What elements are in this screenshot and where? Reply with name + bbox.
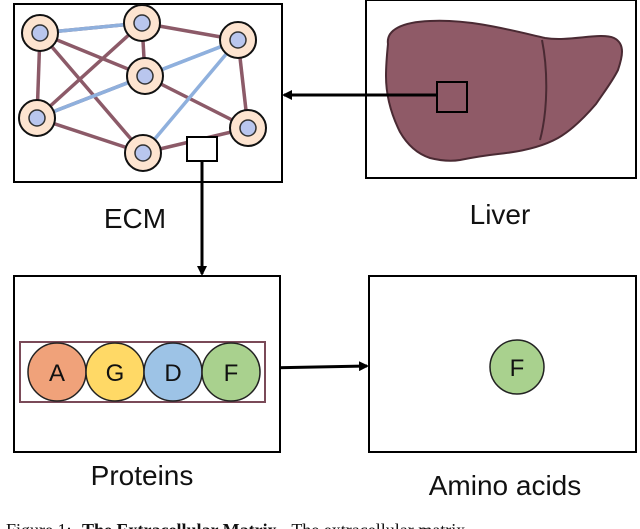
caption-prefix: Figure 1:: [6, 520, 72, 529]
amino-acid-bead-letter: G: [106, 360, 125, 387]
ecm-label: ECM: [104, 203, 166, 234]
liver-zoom-box: [436, 81, 468, 113]
ecm-cells: [18, 4, 267, 172]
ecm-cell: [123, 4, 161, 42]
ecm-cell: [18, 99, 56, 137]
amino-acid-circle: [489, 339, 545, 395]
amino-acid-bead-letter: A: [49, 360, 65, 387]
ecm-fiber: [144, 74, 249, 130]
caption-text: The extracellular matrix: [291, 520, 465, 529]
ecm-cell: [229, 109, 267, 147]
ecm-cell: [126, 57, 164, 95]
amino-acid-bead: A: [27, 342, 87, 402]
amino-acid-bead-circle: [201, 342, 261, 402]
ecm-cell: [219, 21, 257, 59]
figure-caption: Figure 1: The Extracellular Matrix. The …: [6, 520, 465, 529]
ecm-fiber: [35, 21, 144, 120]
amino-acids-label: Amino acids: [429, 470, 582, 501]
arrow-proteins-to-amino-acids: [264, 361, 369, 372]
ecm-zoom-box: [186, 136, 218, 162]
liver-illustration: [384, 19, 623, 162]
liver-panel: [365, 0, 637, 179]
ecm-fiber: [38, 31, 145, 155]
ecm-fiber: [141, 38, 240, 155]
ecm-cell: [124, 134, 162, 172]
amino-acid-bead-letter: D: [164, 360, 181, 387]
liver-label: Liver: [470, 199, 531, 230]
proteins-label: Proteins: [91, 460, 194, 491]
amino-acid-bead: D: [143, 342, 203, 402]
ecm-panel: [13, 3, 283, 183]
caption-title: The Extracellular Matrix.: [82, 520, 281, 529]
amino-acid-bead: F: [201, 342, 261, 402]
amino-acid-bead-letter: F: [224, 360, 239, 387]
amino-acid-bead: G: [85, 342, 145, 402]
amino-acid-letter: F: [510, 355, 525, 382]
amino-acids-panel: F: [368, 275, 637, 453]
ecm-cell: [21, 14, 59, 52]
